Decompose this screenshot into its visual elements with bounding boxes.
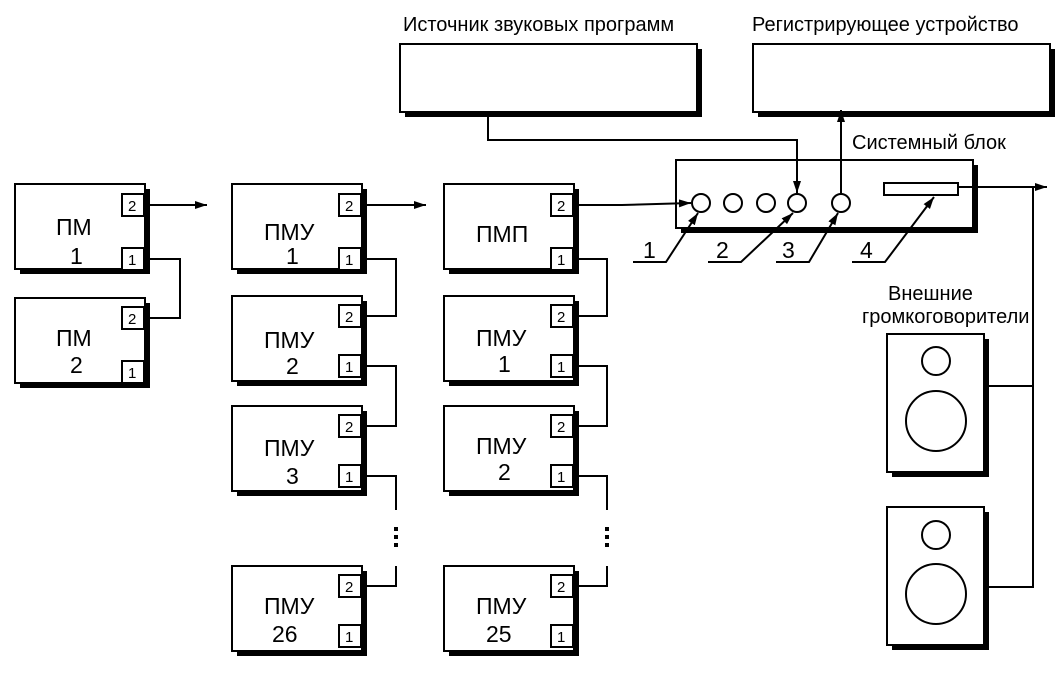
module-name: ПМУ bbox=[476, 593, 527, 619]
module-pmu-2-left: ПМУ 2 2 1 bbox=[231, 295, 367, 386]
module-pmu-1-right: ПМУ 1 2 1 bbox=[443, 295, 579, 386]
port-in: 2 bbox=[557, 419, 565, 436]
module-name: ПМ bbox=[56, 214, 92, 240]
port-out: 1 bbox=[557, 469, 565, 486]
module-name: ПМП bbox=[476, 221, 528, 247]
connector-4-slot bbox=[883, 182, 959, 196]
module-name: ПМ bbox=[56, 325, 92, 351]
callout-1: 1 bbox=[643, 237, 656, 263]
callouts: 1 2 3 4 bbox=[633, 196, 935, 263]
connector-1 bbox=[691, 193, 711, 213]
port-out: 1 bbox=[128, 252, 136, 269]
module-number: 25 bbox=[486, 621, 512, 647]
module-number: 2 bbox=[70, 352, 83, 378]
module-pmu-2-right: ПМУ 2 2 1 bbox=[443, 405, 579, 496]
module-name: ПМУ bbox=[264, 327, 315, 353]
module-number: 3 bbox=[286, 463, 299, 489]
module-pmu-25-right: ПМУ 25 2 1 bbox=[443, 565, 579, 656]
port-out: 1 bbox=[345, 252, 353, 269]
speaker-tweeter-icon bbox=[921, 346, 951, 376]
module-pmu-3-left: ПМУ 3 2 1 bbox=[231, 405, 367, 496]
port-in: 2 bbox=[128, 311, 136, 328]
recorder-box bbox=[752, 43, 1055, 117]
port-in: 2 bbox=[557, 309, 565, 326]
connector-2 bbox=[787, 193, 807, 213]
ellipsis-right bbox=[605, 527, 609, 547]
port-in: 2 bbox=[557, 579, 565, 596]
source-label: Источник звуковых программ bbox=[403, 14, 674, 36]
connector-3 bbox=[831, 193, 851, 213]
port-in: 2 bbox=[345, 198, 353, 215]
module-name: ПМУ bbox=[264, 593, 315, 619]
port-out: 1 bbox=[557, 359, 565, 376]
speakers-label-line1: Внешние bbox=[888, 283, 973, 305]
connector-b bbox=[756, 193, 776, 213]
callout-4: 4 bbox=[860, 237, 873, 263]
module-pm-1: ПМ 1 2 1 bbox=[14, 183, 150, 274]
pm1-pm2-wire bbox=[144, 258, 181, 319]
port-out: 1 bbox=[345, 359, 353, 376]
module-name: ПМУ bbox=[476, 325, 527, 351]
module-number: 2 bbox=[498, 459, 511, 485]
module-number: 1 bbox=[286, 243, 299, 269]
pmp-to-system-unit-wire bbox=[573, 199, 692, 208]
port-out: 1 bbox=[345, 629, 353, 646]
speaker-woofer-icon bbox=[905, 390, 967, 452]
port-in: 2 bbox=[345, 419, 353, 436]
module-name: ПМУ bbox=[264, 219, 315, 245]
module-number: 26 bbox=[272, 621, 298, 647]
port-out: 1 bbox=[557, 252, 565, 269]
speaker-2 bbox=[886, 506, 989, 650]
speaker-1 bbox=[886, 333, 989, 477]
sound-source-box bbox=[399, 43, 702, 117]
module-number: 2 bbox=[286, 353, 299, 379]
pmu-chain-wire-left bbox=[361, 258, 397, 587]
module-number: 1 bbox=[70, 243, 83, 269]
speaker-tweeter-icon bbox=[921, 520, 951, 550]
port-in: 2 bbox=[557, 198, 565, 215]
callout-3: 3 bbox=[782, 237, 795, 263]
speaker-bus-wire bbox=[987, 187, 1034, 588]
module-pmp: ПМП 2 1 bbox=[443, 183, 579, 274]
connector-a bbox=[723, 193, 743, 213]
module-pmu-26-left: ПМУ 26 2 1 bbox=[231, 565, 367, 656]
port-out: 1 bbox=[557, 629, 565, 646]
speaker-woofer-icon bbox=[905, 563, 967, 625]
speakers-label-line2: громкоговорители bbox=[862, 306, 1029, 328]
port-out: 1 bbox=[128, 365, 136, 382]
module-name: ПМУ bbox=[476, 433, 527, 459]
port-in: 2 bbox=[128, 198, 136, 215]
port-out: 1 bbox=[345, 469, 353, 486]
callout-2: 2 bbox=[716, 237, 729, 263]
module-name: ПМУ bbox=[264, 435, 315, 461]
source-wire bbox=[487, 112, 801, 193]
port-in: 2 bbox=[345, 579, 353, 596]
system-unit bbox=[675, 159, 978, 233]
module-pmu-1-left: ПМУ 1 2 1 bbox=[231, 183, 367, 274]
port-in: 2 bbox=[345, 309, 353, 326]
module-pm-2: ПМ 2 2 1 bbox=[14, 297, 150, 388]
recorder-label: Регистрирующее устройство bbox=[752, 14, 1018, 36]
ellipsis-left bbox=[394, 527, 398, 547]
pmu-chain-wire-right bbox=[573, 258, 608, 587]
system-unit-label: Системный блок bbox=[852, 132, 1006, 154]
module-number: 1 bbox=[498, 351, 511, 377]
